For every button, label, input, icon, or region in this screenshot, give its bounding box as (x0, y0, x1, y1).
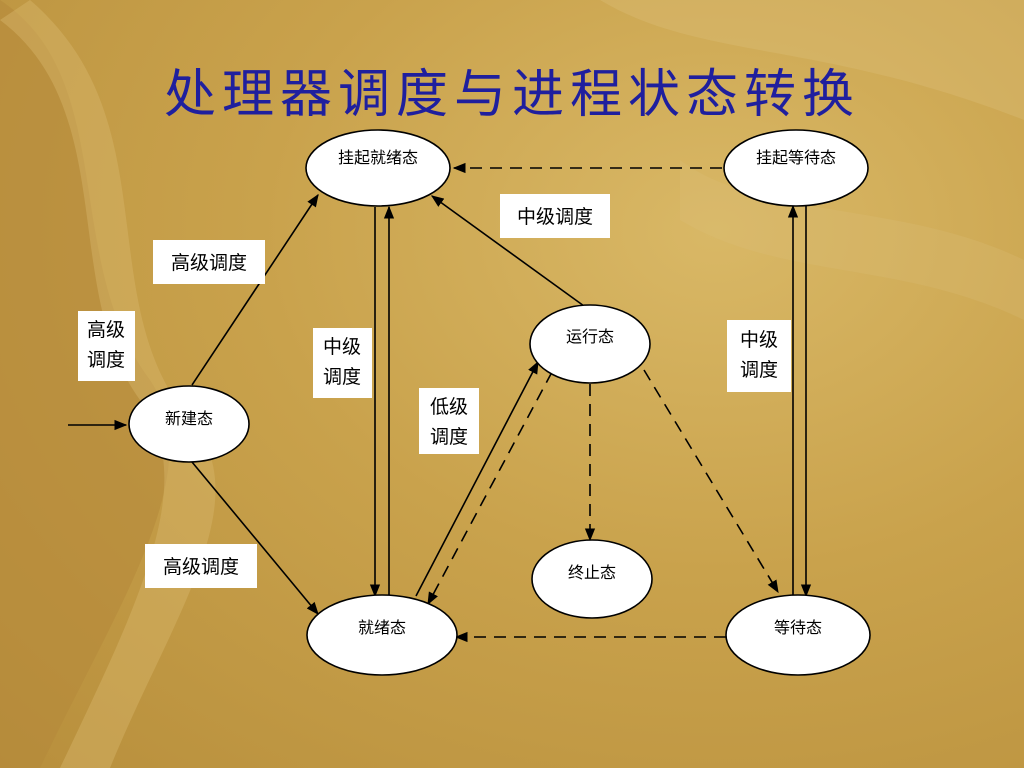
edge-ready-to-running (415, 360, 539, 597)
node-waiting: 等待态 (725, 594, 871, 676)
label-mid-right: 中级 调度 (727, 320, 791, 392)
node-suspend-wait: 挂起等待态 (723, 129, 869, 207)
node-waiting-label: 等待态 (774, 618, 822, 637)
edge-new-to-ready (191, 461, 319, 615)
node-terminated-label: 终止态 (568, 563, 616, 582)
node-suspend-ready: 挂起就绪态 (305, 129, 451, 207)
svg-text:中级: 中级 (323, 336, 361, 358)
node-ready: 就绪态 (306, 594, 458, 676)
svg-text:高级: 高级 (87, 319, 125, 341)
node-running: 运行态 (529, 304, 651, 384)
edge-running-to-ready (427, 371, 553, 606)
edge-running-to-waiting (643, 369, 779, 594)
label-mid-top: 中级调度 (500, 194, 610, 238)
edge-running-to-suspend-ready (430, 195, 585, 307)
node-running-label: 运行态 (566, 327, 614, 346)
node-suspend-ready-label: 挂起就绪态 (338, 148, 418, 167)
node-ready-label: 就绪态 (358, 618, 406, 637)
node-suspend-wait-label: 挂起等待态 (756, 148, 836, 167)
node-terminated: 终止态 (531, 539, 653, 619)
svg-text:调度: 调度 (87, 349, 125, 371)
label-high-entry: 高级 调度 (78, 311, 135, 381)
svg-text:调度: 调度 (323, 366, 361, 388)
svg-text:中级调度: 中级调度 (517, 206, 593, 228)
label-low: 低级 调度 (419, 388, 479, 454)
svg-text:调度: 调度 (430, 426, 468, 448)
svg-text:低级: 低级 (430, 396, 468, 418)
node-new-label: 新建态 (165, 409, 213, 428)
node-new: 新建态 (128, 385, 250, 463)
label-high-bottom: 高级调度 (145, 544, 257, 588)
label-high-top: 高级调度 (153, 240, 265, 284)
svg-text:调度: 调度 (740, 359, 778, 381)
slide-title: 处理器调度与进程状态转换 (163, 65, 860, 125)
svg-text:中级: 中级 (740, 329, 778, 351)
label-mid-left: 中级 调度 (313, 328, 372, 398)
svg-text:高级调度: 高级调度 (171, 252, 247, 274)
edge-new-to-suspend-ready (191, 193, 319, 386)
svg-text:高级调度: 高级调度 (163, 556, 239, 578)
